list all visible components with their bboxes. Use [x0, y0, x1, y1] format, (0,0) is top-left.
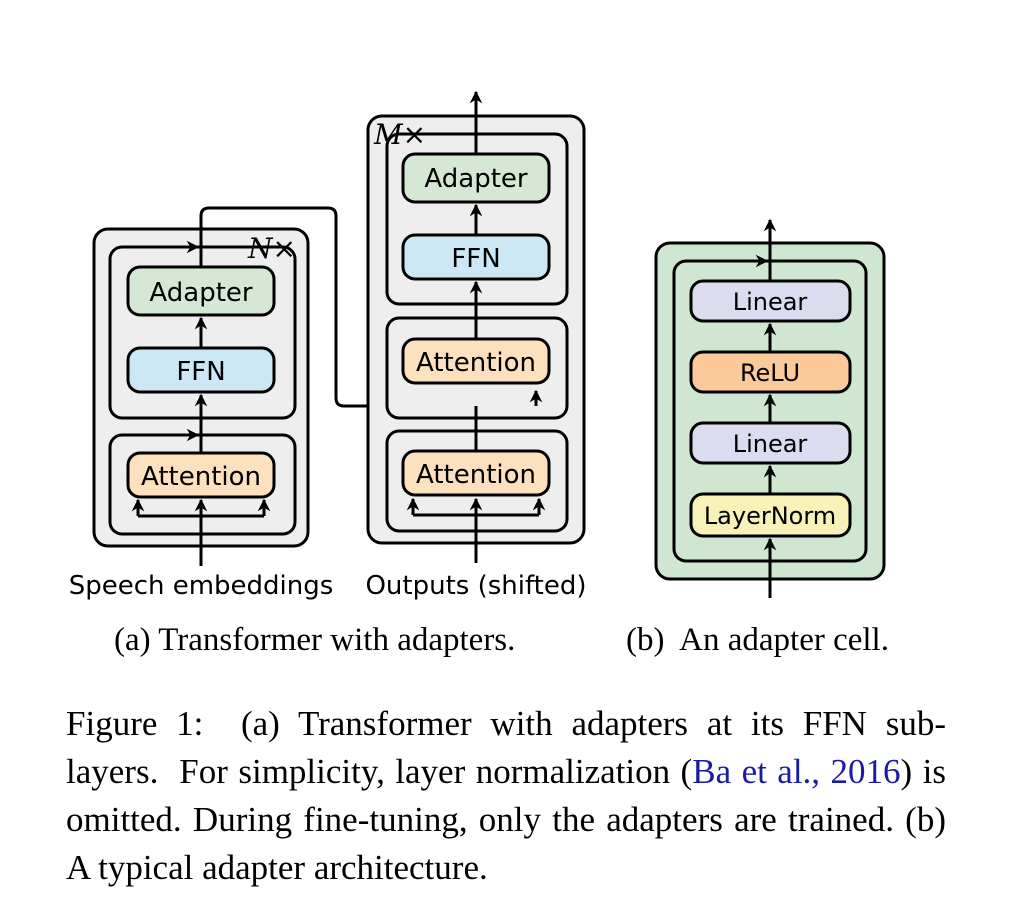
- decoder-self-attention-label: Attention: [416, 460, 536, 490]
- subcaption-b: (b) An adapter cell.: [626, 622, 889, 658]
- caption-text-2: ) is omitted. During fine-tuning, only t…: [66, 752, 946, 887]
- caption-text-1: Figure 1: (a) Transformer with adapters …: [66, 704, 946, 791]
- cell-linear-top-label: Linear: [733, 288, 808, 316]
- decoder-arrows: [406, 90, 546, 563]
- encoder-ffn-label: FFN: [176, 357, 225, 387]
- cell-linear-bottom-label: Linear: [733, 430, 808, 458]
- decoder-ffn-label: FFN: [451, 244, 500, 274]
- cell-relu-label: ReLU: [740, 359, 800, 387]
- figure-diagram: N× Adapter FFN Attention Speech embeddin…: [69, 90, 886, 601]
- decoder-cross-attention-label: Attention: [416, 348, 536, 378]
- encoder-input-label: Speech embeddings: [69, 571, 334, 601]
- encoder-adapter-label: Adapter: [149, 278, 252, 308]
- figure-caption: Figure 1: (a) Transformer with adapters …: [66, 700, 946, 892]
- adapter-cell-arrows: [745, 218, 777, 598]
- decoder-input-label: Outputs (shifted): [365, 571, 586, 601]
- caption-citation-link[interactable]: Ba et al., 2016: [692, 752, 901, 791]
- decoder-adapter-label: Adapter: [424, 164, 527, 194]
- subcaption-a: (a) Transformer with adapters.: [114, 622, 516, 658]
- cell-layernorm-label: LayerNorm: [704, 502, 836, 530]
- encoder-attention-label: Attention: [141, 462, 261, 492]
